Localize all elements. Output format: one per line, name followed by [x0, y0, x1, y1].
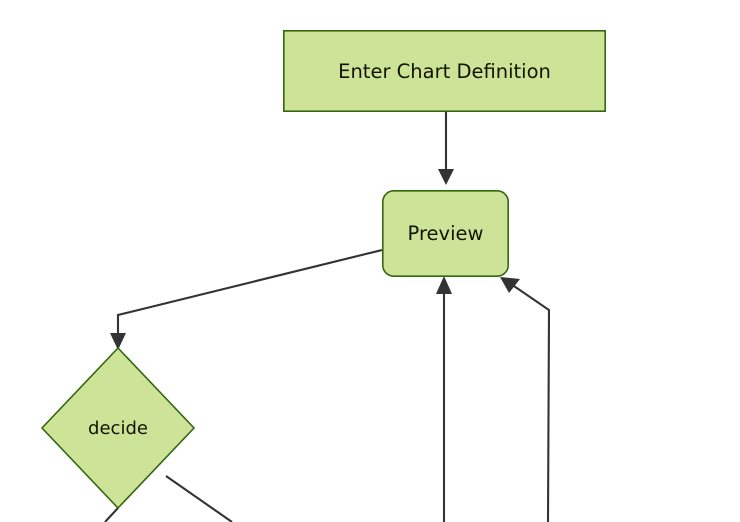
edge-bottom-right-to-preview-line: [510, 283, 551, 522]
node-enter-chart-definition-label: Enter Chart Definition: [338, 60, 551, 83]
edge-decide-bottom-right: [165, 475, 233, 522]
node-decide[interactable]: decide: [40, 346, 196, 510]
edge-enter-to-preview: [438, 112, 454, 185]
edge-preview-to-decide-line: [116, 248, 383, 336]
arrowhead-into-preview-corner: [500, 277, 520, 293]
edge-bottom-right-to-preview: [500, 277, 551, 522]
edge-decide-bottom-left: [104, 507, 119, 522]
node-decide-shape[interactable]: [40, 346, 196, 510]
node-preview-shape[interactable]: [381, 190, 509, 278]
node-preview[interactable]: Preview: [381, 190, 509, 278]
edge-preview-to-decide: [110, 248, 383, 350]
node-enter-chart-definition[interactable]: Enter Chart Definition: [282, 29, 606, 113]
node-decide-label: decide: [88, 418, 148, 439]
node-preview-label: Preview: [408, 222, 484, 245]
node-layer: Enter Chart Definition Preview decide: [40, 29, 606, 510]
node-enter-chart-definition-shape[interactable]: [282, 29, 606, 113]
edge-layer: [104, 112, 551, 522]
arrowhead-down-into-decide: [110, 333, 126, 350]
edge-bottom-center-to-preview: [436, 276, 452, 522]
arrowhead-up-into-preview-bottom: [436, 276, 452, 294]
arrowhead-down-into-preview: [438, 169, 454, 185]
